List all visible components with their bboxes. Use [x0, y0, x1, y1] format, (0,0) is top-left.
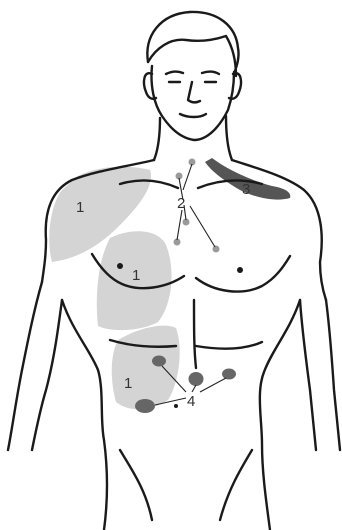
figure-outline	[8, 12, 340, 530]
right-lower-chest	[196, 342, 262, 349]
nose	[188, 82, 200, 102]
right-arm-inner	[300, 300, 316, 450]
mouth	[180, 114, 206, 117]
marker-2-e	[213, 246, 220, 253]
marker-4-a	[152, 356, 166, 367]
left-groin	[120, 450, 152, 520]
left-arm-inner	[32, 300, 62, 450]
right-pectoral	[196, 256, 290, 292]
abdomen-center-line	[194, 300, 196, 368]
left-torso-side	[62, 300, 107, 530]
label-zone-neck: 3	[242, 181, 250, 198]
label-zone-chest: 1	[132, 267, 140, 284]
neck-right	[226, 116, 232, 160]
left-nipple	[117, 263, 123, 269]
neck-left	[154, 118, 160, 160]
hair-front	[148, 36, 236, 76]
right-groin	[220, 450, 252, 520]
hair-outline	[147, 12, 238, 74]
left-eyebrow	[166, 72, 183, 74]
right-torso-side	[260, 300, 300, 530]
right-arm-outer	[326, 300, 340, 450]
zone-right-abdomen	[112, 326, 180, 410]
navel	[174, 404, 178, 408]
label-group-lower: 4	[187, 393, 195, 410]
marker-4-c	[222, 369, 236, 380]
label-zone-abdomen: 1	[124, 375, 132, 392]
right-nipple	[237, 267, 243, 273]
marker-4-b	[189, 372, 204, 386]
label-group-center: 2	[177, 195, 185, 212]
label-zone-shoulder: 1	[76, 199, 84, 216]
marker-4-d	[135, 399, 155, 413]
right-eyebrow	[202, 72, 219, 74]
